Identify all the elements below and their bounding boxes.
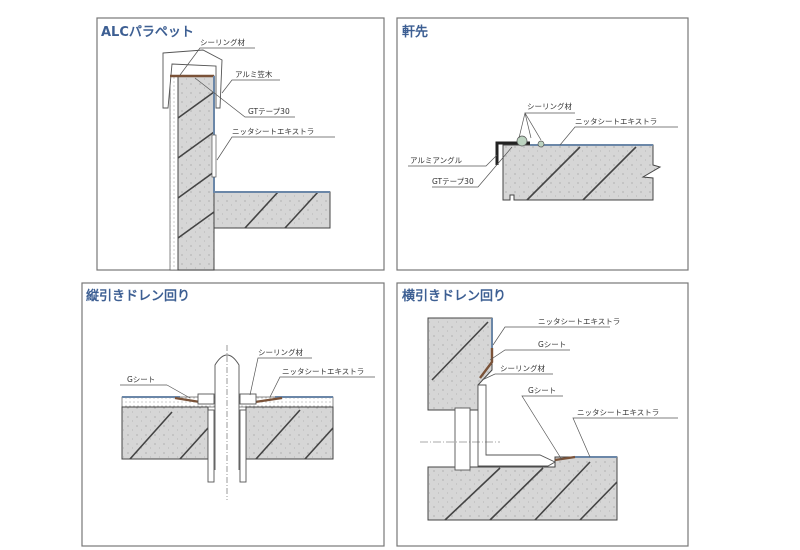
label-nitta-sheet: ニッタシートエキストラ (575, 117, 657, 126)
label-g-sheet-upper: Gシート (538, 340, 566, 349)
label-gt-tape: GTテープ30 (432, 177, 474, 186)
label-nitta-sheet-lower: ニッタシートエキストラ (577, 408, 659, 417)
panel-title: 軒先 (402, 24, 428, 40)
label-sealant: シーリング材 (500, 363, 545, 373)
label-g-sheet: Gシート (127, 375, 155, 384)
label-nitta-sheet: ニッタシートエキストラ (232, 127, 314, 136)
label-aluminum-coping: アルミ笠木 (235, 69, 273, 79)
label-sealant: シーリング材 (200, 37, 245, 47)
panel-title: 横引きドレン回り (402, 288, 506, 304)
label-sealant: シーリング材 (258, 347, 303, 357)
label-nitta-sheet-upper: ニッタシートエキストラ (538, 317, 620, 326)
panel-title: 縦引きドレン回り (86, 288, 190, 304)
panel-alc-parapet: ALCパラペット シーリング材 アルミ笠木 GTテープ30 ニッタシートエキスト… (96, 17, 385, 271)
panel-title: ALCパラペット (101, 25, 194, 40)
panel-vertical-drain: 縦引きドレン回り Gシート シーリング材 ニッタシートエキストラ (81, 282, 385, 547)
label-nitta-sheet: ニッタシートエキストラ (282, 367, 364, 376)
panel-horizontal-drain: 横引きドレン回り ニッタシートエキストラ Gシート シーリング材 Gシート ニッ… (396, 282, 689, 547)
panel-eaves: 軒先 シーリング材 ニッタシートエキストラ アルミアングル GTテープ30 (396, 17, 689, 271)
label-g-sheet-lower: Gシート (528, 386, 556, 395)
label-sealant: シーリング材 (527, 101, 572, 111)
label-aluminum-angle: アルミアングル (410, 155, 463, 165)
label-gt-tape: GTテープ30 (248, 107, 290, 116)
